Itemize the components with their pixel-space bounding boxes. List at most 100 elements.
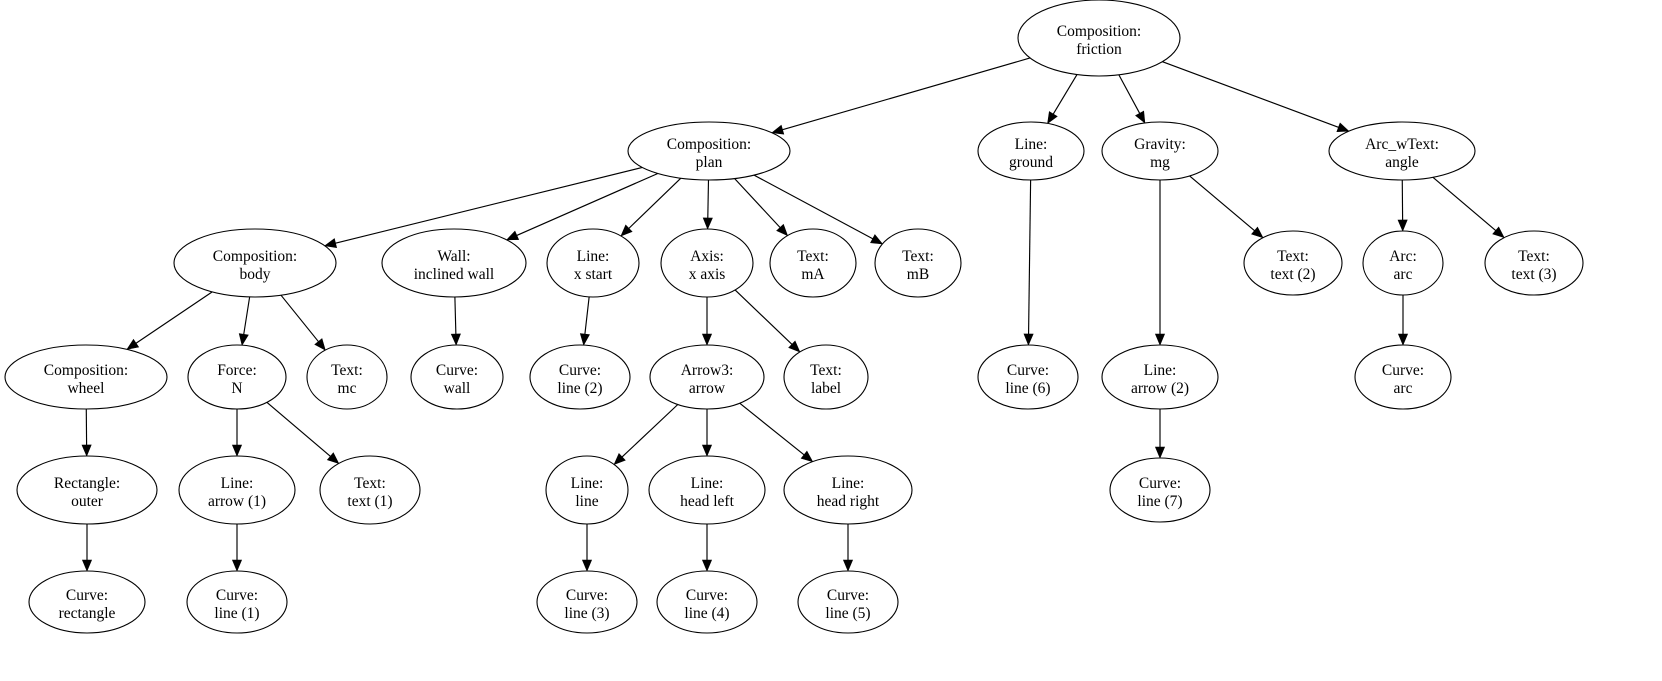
graph-edge	[581, 524, 593, 572]
node-ellipse[interactable]	[627, 121, 791, 181]
graph-node-line1[interactable]: Curve:line (1)	[186, 570, 288, 634]
node-ellipse[interactable]	[28, 570, 146, 634]
graph-node-line3[interactable]: Curve:line (3)	[536, 570, 638, 634]
graph-node-arrow1[interactable]: Line:arrow (1)	[178, 455, 296, 525]
node-ellipse[interactable]	[656, 570, 758, 634]
graph-edge	[1432, 176, 1505, 239]
graph-node-line[interactable]: Line:line	[545, 455, 629, 525]
graph-node-wheel[interactable]: Composition:wheel	[4, 344, 168, 410]
node-label-name: mc	[338, 380, 357, 397]
graph-node-line4[interactable]: Curve:line (4)	[656, 570, 758, 634]
edge-line	[734, 289, 793, 345]
graph-node-N[interactable]: Force:N	[187, 344, 287, 410]
graph-node-headleft[interactable]: Line:head left	[648, 455, 766, 525]
arrowhead-icon	[231, 559, 243, 572]
graph-node-text2[interactable]: Text:text (2)	[1243, 230, 1343, 296]
arrowhead-icon	[613, 453, 626, 466]
node-ellipse[interactable]	[977, 344, 1079, 410]
graph-node-line7[interactable]: Curve:line (7)	[1109, 457, 1211, 523]
node-label-type: Line:	[832, 475, 865, 492]
graph-edge	[126, 291, 213, 350]
edge-line	[739, 402, 805, 456]
graph-node-rectangle[interactable]: Curve:rectangle	[28, 570, 146, 634]
graph-node-line6[interactable]: Curve:line (6)	[977, 344, 1079, 410]
graph-node-headright[interactable]: Line:head right	[783, 455, 913, 525]
graph-node-angle[interactable]: Arc_wText:angle	[1328, 121, 1476, 181]
node-ellipse[interactable]	[173, 228, 337, 298]
node-ellipse[interactable]	[187, 344, 287, 410]
node-ellipse[interactable]	[186, 570, 288, 634]
node-label-name: line (2)	[557, 380, 602, 397]
graph-node-label[interactable]: Text:label	[783, 344, 869, 410]
node-ellipse[interactable]	[1328, 121, 1476, 181]
graph-node-mB[interactable]: Text:mB	[874, 228, 962, 298]
graph-node-plan[interactable]: Composition:plan	[627, 121, 791, 181]
graph-node-body[interactable]: Composition:body	[173, 228, 337, 298]
node-label-name: x axis	[689, 266, 726, 283]
node-ellipse[interactable]	[1101, 344, 1219, 410]
node-ellipse[interactable]	[4, 344, 168, 410]
node-ellipse[interactable]	[783, 344, 869, 410]
graph-node-line5[interactable]: Curve:line (5)	[797, 570, 899, 634]
edge-line	[516, 172, 659, 236]
node-ellipse[interactable]	[536, 570, 638, 634]
graph-node-mc[interactable]: Text:mc	[306, 344, 388, 410]
node-ellipse[interactable]	[797, 570, 899, 634]
node-ellipse[interactable]	[546, 228, 640, 298]
node-ellipse[interactable]	[1243, 230, 1343, 296]
graph-node-xaxis[interactable]: Axis:x axis	[660, 228, 754, 298]
node-ellipse[interactable]	[381, 228, 527, 298]
node-ellipse[interactable]	[410, 344, 504, 410]
graph-node-line2[interactable]: Curve:line (2)	[529, 344, 631, 410]
node-label-name: angle	[1385, 154, 1419, 171]
node-label-type: Text:	[797, 248, 829, 265]
arrowhead-icon	[81, 444, 92, 457]
node-ellipse[interactable]	[319, 455, 421, 525]
node-ellipse[interactable]	[1484, 230, 1584, 296]
node-ellipse[interactable]	[1101, 121, 1219, 181]
graph-node-outer[interactable]: Rectangle:outer	[16, 455, 158, 525]
arrowhead-icon	[1397, 219, 1408, 232]
node-ellipse[interactable]	[306, 344, 388, 410]
node-ellipse[interactable]	[660, 228, 754, 298]
graph-node-xstart[interactable]: Line:x start	[546, 228, 640, 298]
node-ellipse[interactable]	[977, 121, 1085, 181]
graph-node-wall[interactable]: Curve:wall	[410, 344, 504, 410]
node-ellipse[interactable]	[769, 228, 857, 298]
graph-edge	[842, 524, 854, 572]
node-ellipse[interactable]	[783, 455, 913, 525]
arrowhead-icon	[450, 333, 461, 346]
node-label-name: rectangle	[59, 605, 116, 622]
node-ellipse[interactable]	[545, 455, 629, 525]
graph-node-arccurve[interactable]: Curve:arc	[1354, 344, 1452, 410]
graph-node-text1[interactable]: Text:text (1)	[319, 455, 421, 525]
node-ellipse[interactable]	[1354, 344, 1452, 410]
graph-node-inclinedwall[interactable]: Wall:inclined wall	[381, 228, 527, 298]
node-ellipse[interactable]	[874, 228, 962, 298]
graph-node-friction[interactable]: Composition:friction	[1017, 0, 1181, 77]
node-ellipse[interactable]	[649, 344, 765, 410]
node-ellipse[interactable]	[648, 455, 766, 525]
graph-node-arrow2[interactable]: Line:arrow (2)	[1101, 344, 1219, 410]
graph-node-mA[interactable]: Text:mA	[769, 228, 857, 298]
nodes-layer: Composition:frictionComposition:planLine…	[4, 0, 1584, 634]
graph-edge	[771, 57, 1031, 135]
node-ellipse[interactable]	[529, 344, 631, 410]
node-label-type: Text:	[1518, 248, 1550, 265]
graph-edge	[1118, 74, 1146, 124]
arrowhead-icon	[81, 559, 93, 572]
node-ellipse[interactable]	[1017, 0, 1181, 77]
graph-edge	[1397, 295, 1409, 346]
node-ellipse[interactable]	[1109, 457, 1211, 523]
node-ellipse[interactable]	[178, 455, 296, 525]
node-ellipse[interactable]	[1362, 230, 1444, 296]
graph-node-ground[interactable]: Line:ground	[977, 121, 1085, 181]
edge-line	[734, 178, 781, 228]
graph-node-text3[interactable]: Text:text (3)	[1484, 230, 1584, 296]
graph-node-arrow3[interactable]: Arrow3:arrow	[649, 344, 765, 410]
node-ellipse[interactable]	[16, 455, 158, 525]
graph-node-mg[interactable]: Gravity:mg	[1101, 121, 1219, 181]
graph-node-arc[interactable]: Arc:arc	[1362, 230, 1444, 296]
node-label-name: text (1)	[347, 493, 392, 510]
node-label-type: Axis:	[690, 248, 724, 265]
